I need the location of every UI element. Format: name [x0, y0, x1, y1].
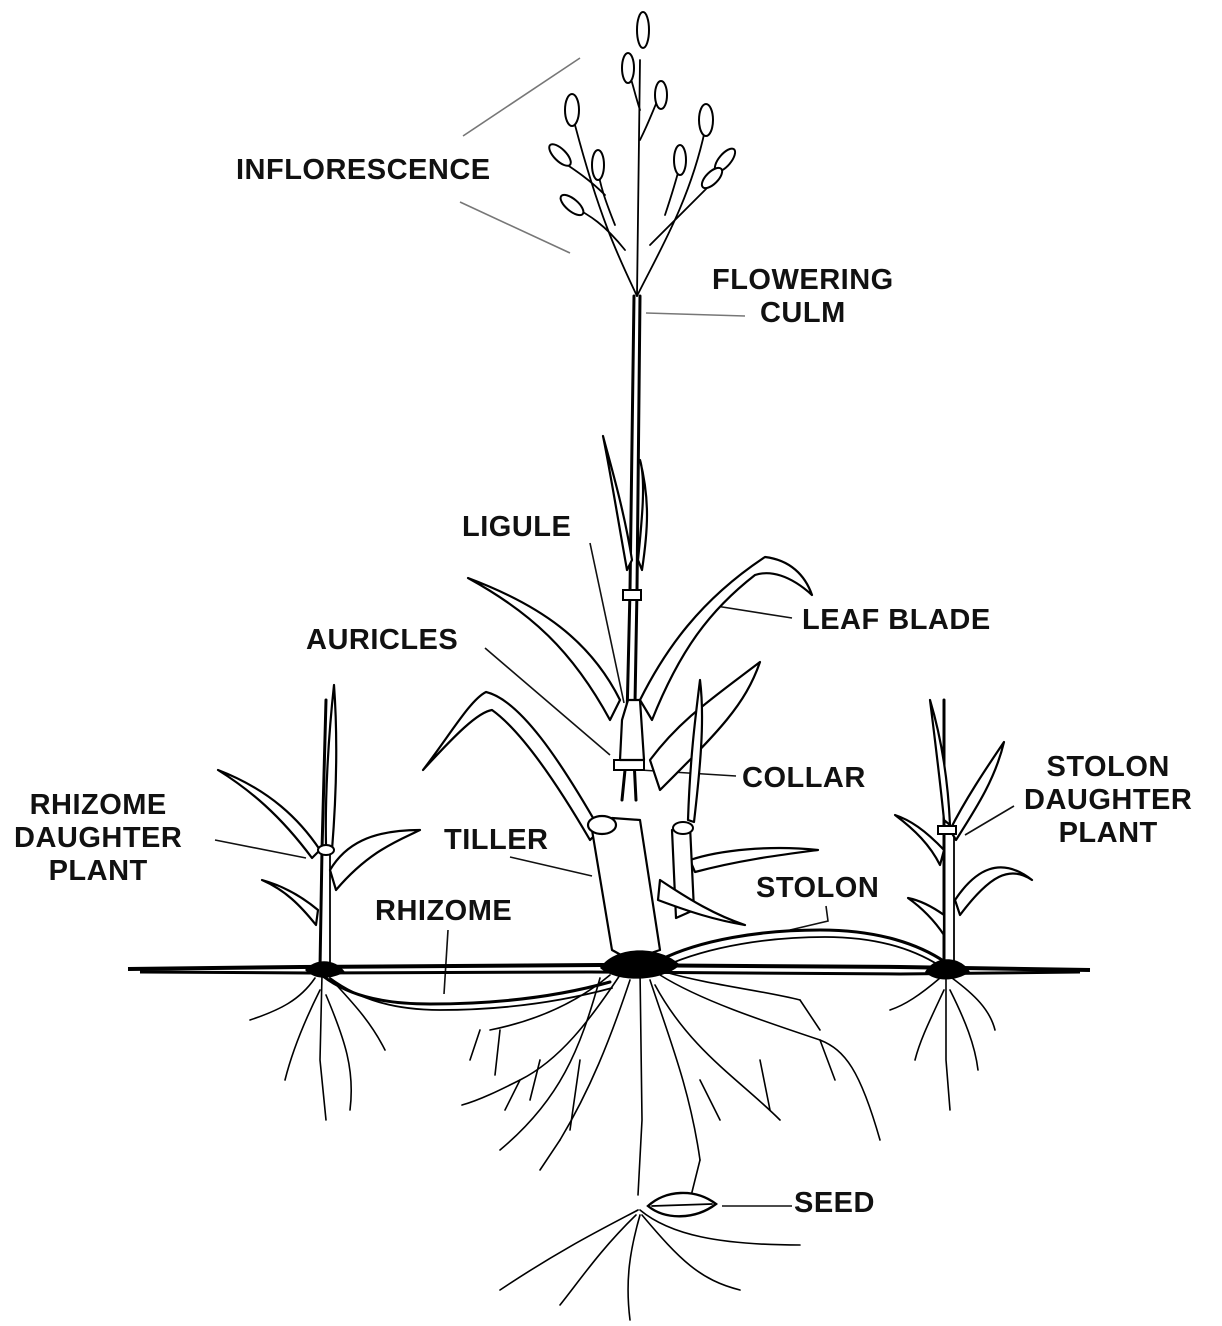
rhizome-daughter-plant	[218, 685, 420, 978]
leader-tiller	[510, 857, 592, 876]
leader-stolon	[790, 906, 828, 930]
label-stolon: STOLON	[756, 872, 879, 905]
stolon	[660, 930, 945, 966]
seed	[648, 1193, 716, 1216]
label-flowering-culm: FLOWERING CULM	[712, 264, 894, 330]
label-stolon-daughter-plant: STOLON DAUGHTER PLANT	[1024, 751, 1192, 850]
leader-rhizome-daughter	[215, 840, 306, 858]
label-seed: SEED	[794, 1187, 875, 1220]
label-tiller: TILLER	[444, 824, 549, 857]
leader-inflorescence-bottom	[460, 202, 570, 253]
label-auricles: AURICLES	[306, 624, 458, 657]
label-rhizome-daughter-plant: RHIZOME DAUGHTER PLANT	[14, 789, 182, 888]
leader-rhizome	[444, 930, 448, 994]
label-leaf-blade: LEAF BLADE	[802, 604, 991, 637]
label-rhizome: RHIZOME	[375, 895, 512, 928]
label-inflorescence: INFLORESCENCE	[236, 154, 491, 187]
stolon-daughter-plant	[895, 700, 1032, 980]
label-ligule: LIGULE	[462, 511, 571, 544]
label-collar: COLLAR	[742, 762, 866, 795]
leader-leaf-blade	[716, 606, 792, 618]
roots	[250, 970, 995, 1320]
leader-inflorescence-top	[463, 58, 580, 136]
rhizome	[318, 972, 612, 1010]
inflorescence	[546, 12, 739, 296]
